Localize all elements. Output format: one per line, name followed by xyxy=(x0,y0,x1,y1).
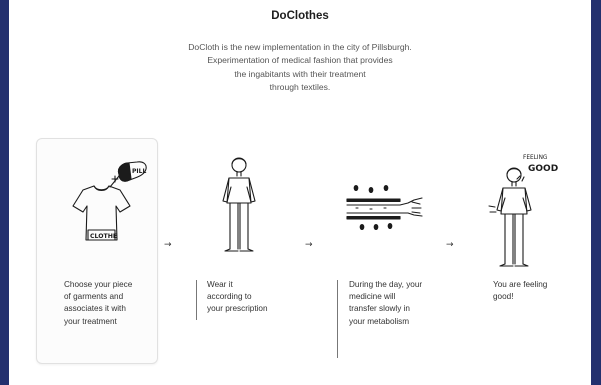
step-line: You are feeling xyxy=(493,280,548,289)
step-text-3: During the day, your medicine will trans… xyxy=(349,279,422,328)
step-line: your metabolism xyxy=(349,316,410,326)
step-line: transfer slowly in xyxy=(349,304,410,314)
step-line: Choose your piece xyxy=(64,280,133,289)
page-description: DoCloth is the new implementation in the… xyxy=(9,41,591,95)
step-card-1[interactable] xyxy=(36,138,158,364)
pill-label: PILL xyxy=(132,168,146,175)
arrow-icon: → xyxy=(164,240,172,250)
description-line: through textiles. xyxy=(269,82,331,93)
description-line: Experimentation of medical fashion that … xyxy=(207,55,393,66)
page-frame: DoClothes DoCloth is the new implementat… xyxy=(9,0,591,385)
person-icon xyxy=(222,157,256,252)
arrow-icon: → xyxy=(446,240,454,250)
step-divider xyxy=(337,280,338,358)
arm-medicine-icon xyxy=(346,184,423,231)
shirt-pill-icon: PILL CLOTHE xyxy=(72,161,147,241)
step-line: During the day, your xyxy=(349,280,423,289)
arrow-icon: → xyxy=(305,240,313,250)
step-line: good! xyxy=(493,292,514,302)
step-line: according to xyxy=(207,292,252,302)
step-line: medicine will xyxy=(349,292,396,302)
step-line: Wear it xyxy=(207,280,233,289)
happy-person-icon: FEELING GOOD xyxy=(488,155,558,267)
step-line: your prescription xyxy=(207,304,268,314)
good-label: GOOD xyxy=(528,164,558,174)
step-text-1: Choose your piece of garments and associ… xyxy=(64,279,132,328)
page-title: DoClothes xyxy=(271,10,329,22)
shirt-label: CLOTHE xyxy=(90,233,117,240)
description-line: the ingabitants with their treatment xyxy=(234,68,366,79)
step-line: of garments and xyxy=(64,292,124,302)
step-text-2: Wear it according to your prescription xyxy=(207,279,268,316)
step-line: your treatment xyxy=(64,316,117,326)
step-divider xyxy=(196,280,197,320)
feeling-label: FEELING xyxy=(523,155,548,161)
step-text-4: You are feeling good! xyxy=(493,279,547,303)
description-line: DoCloth is the new implementation in the… xyxy=(188,42,412,52)
step-line: associates it with xyxy=(64,304,126,314)
